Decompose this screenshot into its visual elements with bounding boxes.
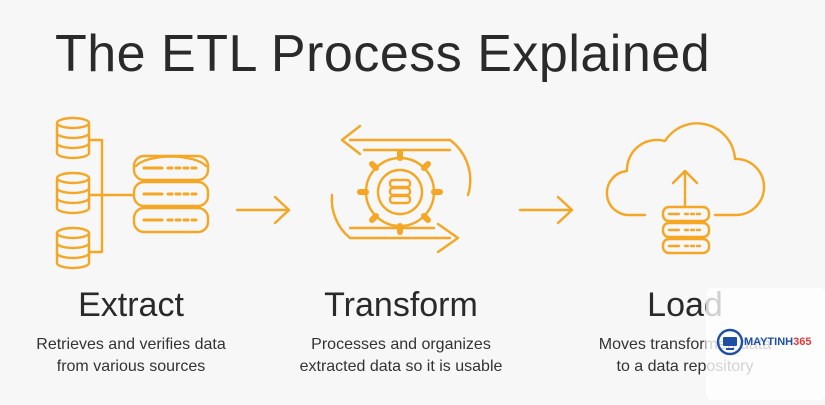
gear-cycle-icon [330,124,472,254]
arrow-right-icon [518,195,574,225]
database-servers-icon [55,116,210,270]
arrow-right-icon [235,195,291,225]
cloud-upload-icon [605,122,766,255]
stage-name-extract: Extract [78,286,184,324]
watermark-brand: MAYTINH365 [744,336,812,348]
maytinh365-logo [716,328,744,356]
page-title: The ETL Process Explained [55,25,711,83]
stage-name-transform: Transform [324,286,478,324]
stage-desc-extract: Retrieves and verifies data from various… [36,336,226,375]
stage-desc-transform: Processes and organizes extracted data s… [299,336,503,375]
